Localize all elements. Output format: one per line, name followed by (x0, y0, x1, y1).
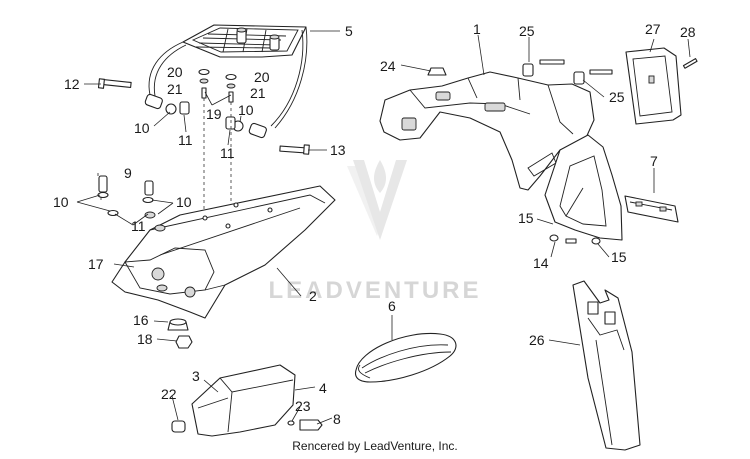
callout-17: 17 (88, 256, 104, 272)
callout-20-right: 20 (254, 69, 270, 85)
callout-24: 24 (380, 58, 396, 74)
callout-27: 27 (645, 21, 661, 37)
callout-19: 19 (206, 106, 222, 122)
bolt-13 (279, 144, 310, 155)
watermark-logo (347, 160, 407, 240)
leader-lines (76, 30, 691, 425)
callout-11-left: 11 (131, 218, 146, 234)
callout-15-right: 15 (611, 249, 627, 265)
callout-10-mid: 10 (176, 194, 192, 210)
callout-14: 14 (533, 255, 549, 271)
tool-box-cover (171, 364, 323, 437)
callout-16: 16 (133, 312, 149, 328)
callout-8: 8 (333, 411, 341, 427)
license-plate-bracket (625, 47, 698, 125)
luggage-rack (144, 24, 308, 139)
callout-labels: 1 5 12 13 25 24 27 28 25 7 15 14 15 26 6… (53, 21, 696, 427)
callout-10-upper-right: 10 (238, 102, 254, 118)
callout-1: 1 (473, 21, 481, 37)
callout-15-left: 15 (518, 210, 534, 226)
footer-credit: Rencered by LeadVenture, Inc. (292, 439, 458, 453)
callout-25-top: 25 (519, 23, 535, 39)
splash-guard (572, 280, 641, 451)
callout-28: 28 (680, 24, 696, 40)
callout-21-right: 21 (250, 85, 266, 101)
callout-10-left: 10 (53, 194, 69, 210)
callout-10-upper-left: 10 (134, 120, 150, 136)
nut-18 (175, 335, 193, 349)
mudguard-lower-flap (544, 134, 623, 241)
callout-20-left: 20 (167, 64, 183, 80)
grommet-16 (167, 318, 189, 331)
callout-26: 26 (529, 332, 545, 348)
callout-2: 2 (309, 288, 317, 304)
watermark-text: LEADVENTURE (268, 277, 481, 304)
fasteners-right (427, 59, 613, 245)
callout-11-upper-left: 11 (178, 132, 193, 148)
callout-23: 23 (295, 398, 311, 414)
bolt-12 (97, 78, 132, 89)
callout-13: 13 (330, 142, 346, 158)
callout-22: 22 (161, 386, 177, 402)
callout-7: 7 (650, 153, 658, 169)
callout-6: 6 (388, 298, 396, 314)
callout-12: 12 (64, 76, 80, 92)
callout-11-upper-right: 11 (220, 145, 235, 161)
reflector (624, 195, 679, 223)
callout-4: 4 (319, 380, 327, 396)
spacers-upper (165, 101, 244, 132)
callout-25-right: 25 (609, 89, 625, 105)
callout-9: 9 (124, 165, 132, 181)
callout-18: 18 (137, 331, 153, 347)
washers-20-21 (198, 68, 237, 103)
seat-strap (354, 332, 457, 383)
rear-fender (111, 185, 336, 319)
callout-5: 5 (345, 23, 353, 39)
callout-21-left: 21 (167, 81, 183, 97)
callout-3: 3 (192, 368, 200, 384)
